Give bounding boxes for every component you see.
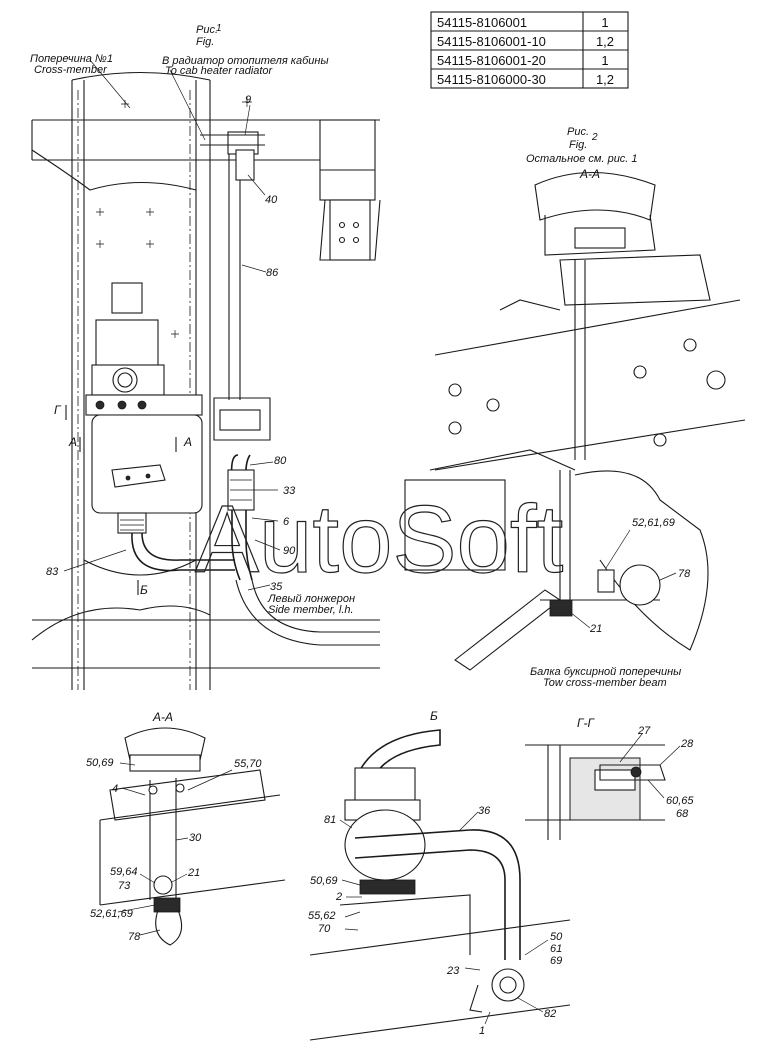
fig1-title-ru: Рис. — [196, 24, 218, 36]
fig2-callout-21: 21 — [589, 623, 602, 635]
radiator-label-en: To cab heater radiator — [165, 65, 274, 77]
callout-40: 40 — [265, 194, 278, 206]
b-callout-36: 36 — [478, 805, 491, 817]
b-callout-2: 2 — [335, 891, 342, 903]
section-a-marker-right: А — [183, 435, 192, 449]
watermark: AutoSoft — [195, 486, 563, 593]
section-a-marker-left: А — [68, 435, 77, 449]
gg-callout-68: 68 — [676, 808, 689, 820]
aa-callout-55-70: 55,70 — [234, 758, 262, 770]
table-qty-4: 1,2 — [596, 72, 614, 87]
callout-9: 9 — [245, 94, 251, 106]
figure-1: Рис. 1 Fig. Поперечина №1 Cross-member В… — [30, 23, 381, 690]
fig2-callout-52-61-69: 52,61,69 — [632, 517, 675, 529]
fig1-title-en: Fig. — [196, 36, 214, 48]
view-aa-title: А-А — [152, 710, 173, 724]
aa-callout-21: 21 — [187, 867, 200, 879]
aa-callout-73: 73 — [118, 880, 131, 892]
table-qty-1: 1 — [601, 15, 608, 30]
aa-callout-4: 4 — [112, 783, 118, 795]
sidemember-label-en: Side member, l.h. — [268, 604, 354, 616]
view-b-title: Б — [430, 709, 438, 723]
tow-beam-label-ru: Балка буксирной поперечины — [530, 666, 681, 678]
table-part-3: 54115-8106001-20 — [437, 53, 546, 68]
callout-35: 35 — [270, 581, 283, 593]
aa-callout-59-64: 59,64 — [110, 866, 138, 878]
callout-86: 86 — [266, 267, 279, 279]
crossmember-label-ru: Поперечина №1 — [30, 53, 113, 65]
gg-callout-28: 28 — [680, 738, 694, 750]
fig2-title-ru: Рис. — [567, 126, 589, 138]
callout-33: 33 — [283, 485, 296, 497]
fig2-note: Остальное см. рис. 1 — [526, 153, 638, 165]
view-b: Б 81 36 50,69 2 55,62 70 50 61 69 23 82 … — [308, 709, 571, 1041]
gg-callout-27: 27 — [637, 725, 651, 737]
b-callout-50-69: 50,69 — [310, 875, 338, 887]
table-part-4: 54115-8106000-30 — [437, 72, 546, 87]
gg-callout-60-65: 60,65 — [666, 795, 694, 807]
crossmember-label-en: Cross-member — [34, 64, 108, 76]
b-callout-55-62: 55,62 — [308, 910, 336, 922]
figure-2: Рис. 2 Fig. Остальное см. рис. 1 А-А 52,… — [404, 126, 746, 689]
section-g-marker: Г — [54, 403, 62, 417]
parts-table: 54115-8106001 1 54115-8106001-10 1,2 541… — [430, 11, 629, 89]
b-callout-61: 61 — [550, 943, 562, 955]
table-part-1: 54115-8106001 — [437, 15, 527, 30]
aa-callout-78: 78 — [128, 931, 141, 943]
aa-callout-30: 30 — [189, 832, 202, 844]
fig1-number: 1 — [216, 23, 222, 34]
section-b-marker: Б — [140, 583, 148, 597]
view-gg-title: Г-Г — [577, 716, 596, 730]
b-callout-70: 70 — [318, 923, 331, 935]
fig2-view-label: А-А — [579, 167, 600, 181]
view-g-g: Г-Г 27 28 60,65 68 — [525, 716, 694, 840]
callout-83: 83 — [46, 566, 59, 578]
fig2-callout-78: 78 — [678, 568, 691, 580]
fig2-title-en: Fig. — [569, 139, 587, 151]
table-qty-2: 1,2 — [596, 34, 614, 49]
callout-90: 90 — [283, 545, 296, 557]
callout-80: 80 — [274, 455, 287, 467]
b-callout-1: 1 — [479, 1025, 485, 1037]
aa-callout-52-61-69: 52,61,69 — [90, 908, 133, 920]
b-callout-50: 50 — [550, 931, 563, 943]
b-callout-23: 23 — [446, 965, 460, 977]
fig2-number: 2 — [591, 132, 598, 143]
callout-6: 6 — [283, 516, 290, 528]
b-callout-69: 69 — [550, 955, 562, 967]
b-callout-81: 81 — [324, 814, 336, 826]
b-callout-82: 82 — [544, 1008, 556, 1020]
table-part-2: 54115-8106001-10 — [437, 34, 546, 49]
tow-beam-label-en: Tow cross-member beam — [543, 677, 667, 689]
table-qty-3: 1 — [601, 53, 608, 68]
radiator-label-ru: В радиатор отопителя кабины — [162, 55, 329, 67]
sidemember-label-ru: Левый лонжерон — [267, 593, 355, 605]
aa-callout-50-69: 50,69 — [86, 757, 114, 769]
view-a-a: А-А 50,69 4 55,70 30 59,64 73 21 52,61,6… — [86, 710, 286, 946]
